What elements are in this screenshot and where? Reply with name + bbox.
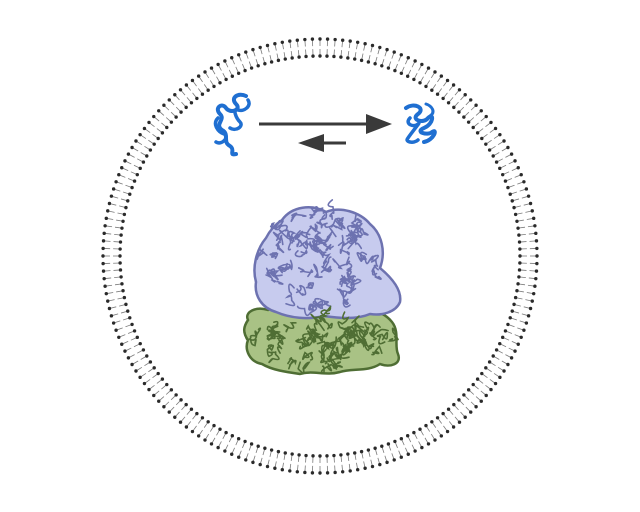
reverse-arrow [298, 134, 346, 152]
ribosome [243, 199, 402, 376]
equilibrium-arrows [259, 114, 392, 152]
unfolded-peptide [213, 92, 251, 157]
lipid-bilayer-membrane [101, 37, 539, 475]
forward-arrow [259, 114, 392, 134]
folded-peptide [404, 102, 437, 144]
